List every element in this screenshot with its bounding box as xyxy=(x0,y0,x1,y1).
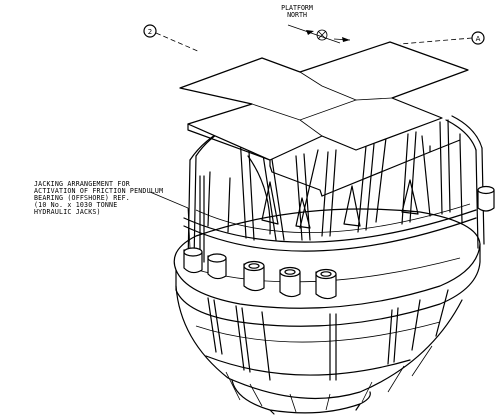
grid-bubble-left: 2 xyxy=(143,24,201,53)
jack-5 xyxy=(315,268,337,300)
jack-3 xyxy=(243,260,265,292)
grid-bubble-right: A xyxy=(399,31,485,45)
frame-body xyxy=(183,119,485,265)
callout-leader-line-2 xyxy=(187,207,191,249)
callout-line-4: (10 No. x 1030 TONNE xyxy=(34,201,117,209)
callout-line-3: BEARING (OFFSHORE) REF. xyxy=(34,194,130,202)
callout-line-5: HYDRAULIC JACKS) xyxy=(34,208,101,216)
north-indicator: PLATFORM NORTH xyxy=(281,4,351,44)
callout-leader-line xyxy=(149,191,189,209)
jack-6 xyxy=(477,185,495,212)
callout-line-2: ACTIVATION OF FRICTION PENDULUM xyxy=(34,187,163,195)
north-label-line1: PLATFORM xyxy=(281,4,313,12)
jack-2 xyxy=(207,253,227,280)
conical-base xyxy=(175,285,463,415)
grid-bubble-right-label: A xyxy=(476,35,481,43)
north-label-line2: NORTH xyxy=(287,11,307,19)
top-cross-plate xyxy=(179,41,469,197)
jack-1 xyxy=(183,247,203,274)
callout-line-1: JACKING ARRANGEMENT FOR xyxy=(34,180,130,188)
grid-bubble-left-label: 2 xyxy=(148,28,152,36)
jack-4 xyxy=(279,266,301,298)
hydraulic-jacks xyxy=(183,185,495,300)
north-arrow-icon xyxy=(287,24,351,44)
jacking-callout: JACKING ARRANGEMENT FOR ACTIVATION OF FR… xyxy=(34,180,191,249)
